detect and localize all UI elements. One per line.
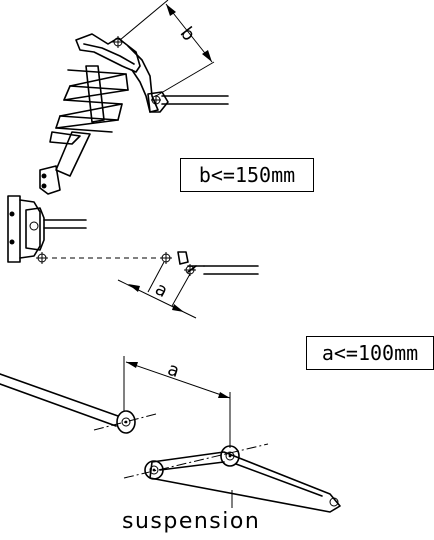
dimension-a-middle-label: a: [152, 278, 172, 302]
hub-pivot-marker: [36, 252, 48, 264]
top-mount: [75, 33, 141, 73]
coil-spring: [55, 69, 129, 133]
hub-flange: [7, 195, 21, 263]
left-bushing-axis: [93, 413, 157, 431]
bolt-dot-1: [41, 173, 47, 179]
hub-stud-2: [9, 239, 15, 245]
control-arm-axis: [123, 443, 269, 479]
strut-tower: [127, 45, 159, 113]
knuckle-bracket: [39, 165, 61, 195]
control-arm-ball-joint: [329, 497, 339, 507]
strut-lower-plate: [49, 131, 81, 145]
hub-stud-1: [9, 211, 15, 217]
suspension-caption: suspension: [122, 509, 261, 534]
b-limit-label: b<=150mm: [180, 158, 314, 192]
top-mount-inner: [83, 43, 135, 65]
top-pivot-marker: [112, 36, 124, 48]
dimension-b: b: [119, 0, 215, 97]
damper-rod: [85, 65, 105, 123]
lower-left-arm: [0, 373, 119, 427]
bolt-dot-2: [41, 183, 47, 189]
strut-assembly: [39, 33, 159, 195]
dimension-a-lower-label: a: [165, 359, 182, 382]
mid-pivot-marker: [160, 252, 172, 264]
hub-center: [25, 207, 45, 251]
control-arm-rear-bushing: [220, 445, 240, 467]
control-arm-front-bushing: [144, 460, 164, 480]
strut-tube: [55, 131, 91, 177]
left-bushing: [116, 410, 136, 434]
dimension-a-lower: a: [125, 359, 231, 399]
tower-ball-joint: [147, 91, 229, 113]
hub-body: [19, 199, 41, 259]
lower-control-arm: [149, 451, 341, 513]
a-limit-label: a<=100mm: [306, 336, 434, 370]
coil-spring-side: [55, 73, 129, 129]
wheel-hub: [7, 195, 87, 263]
